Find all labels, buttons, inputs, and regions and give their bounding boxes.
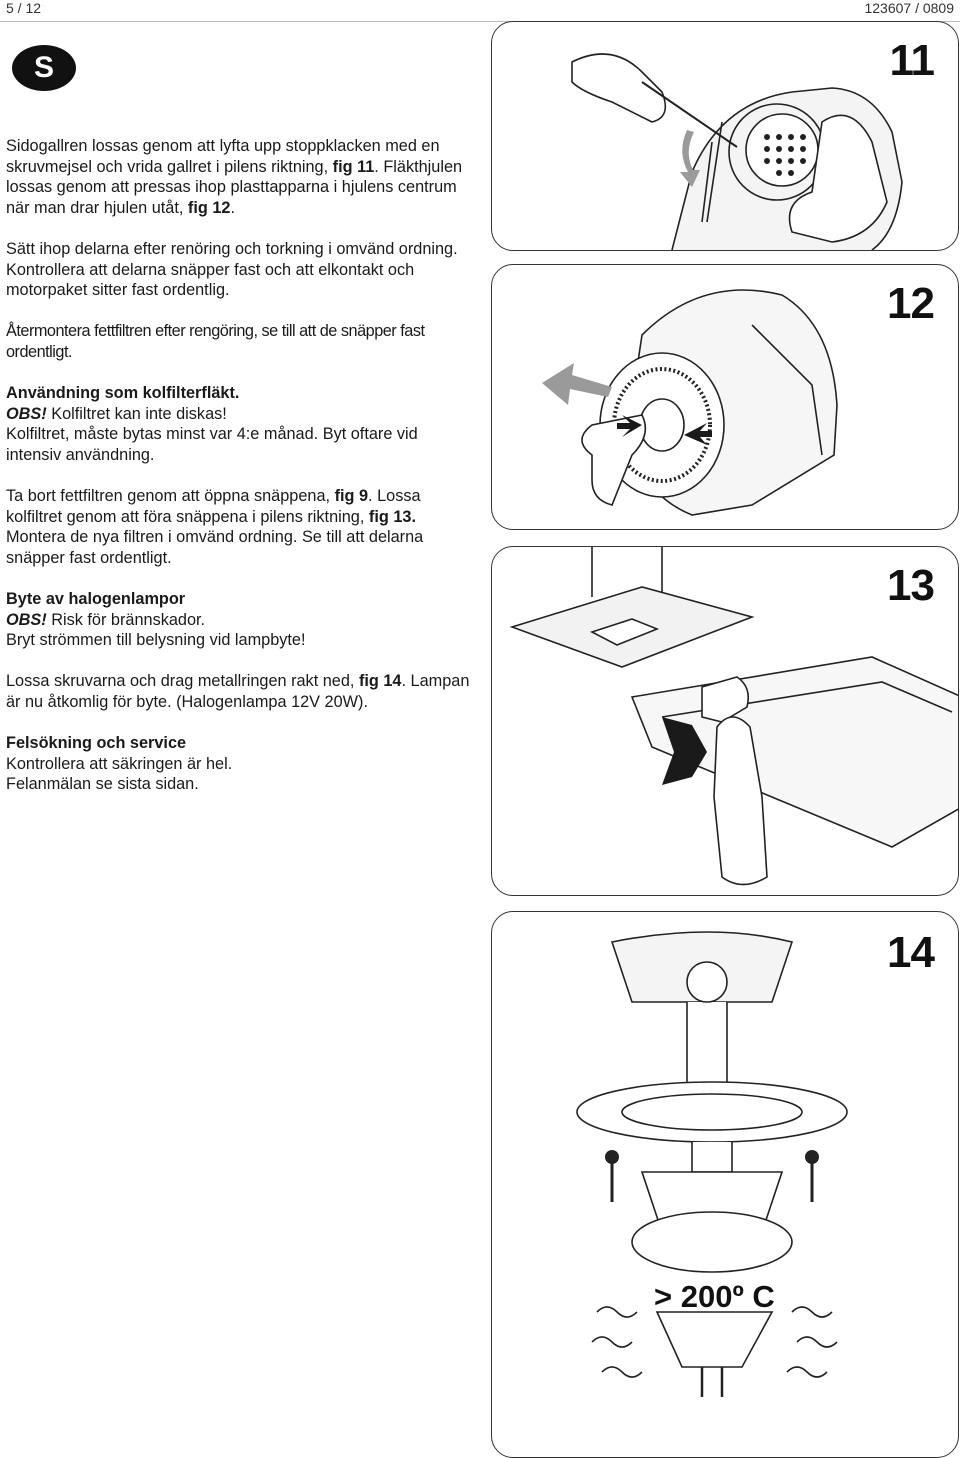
language-badge: S [12, 45, 76, 91]
figure-reference: fig 13. [368, 507, 416, 526]
paragraph-reassembly: Sätt ihop delarna efter renöring och tor… [6, 239, 458, 300]
text-segment: . Lampan är nu åtkomlig för byte. (Halog… [6, 672, 470, 712]
text-segment: . Lossa kolfiltret genom att föra snäppe… [6, 487, 421, 526]
paragraph-carbon-filter-use: Användning som kolfilterfläkt. OBS! Kolf… [6, 383, 474, 465]
text-segment: Sidogallren lossas genom att lyfta upp s… [6, 137, 440, 176]
fig12-fan-wheel-illustration [542, 289, 838, 516]
text-segment: Kontrollera att säkringen är hel. [6, 754, 233, 773]
instruction-text: Sidogallren lossas genom att lyfta upp s… [6, 136, 474, 816]
text-segment: . Fläkthjulen lossas genom att pressas i… [6, 157, 463, 217]
paragraph-replace-filters: Ta bort fettfiltren genom att öppna snäp… [6, 486, 474, 568]
paragraph-grease-filters: Återmontera fettfiltren efter rengöring,… [6, 322, 425, 361]
paragraph-lamp-removal: Lossa skruvarna och drag metallringen ra… [6, 671, 474, 712]
figure-14-panel: 14 > 200º C [491, 911, 959, 1458]
text-segment: Kolfiltret, måste bytas minst var 4:e må… [6, 425, 418, 464]
figure-12-panel: 12 [491, 264, 959, 530]
text-segment: Lossa skruvarna och drag metallringen ra… [6, 672, 359, 691]
header-divider [0, 21, 960, 22]
text-segment: Bryt strömmen till belysning vid lampbyt… [6, 631, 306, 650]
warning-label: OBS! [6, 404, 47, 423]
section-heading: Byte av halogenlampor [6, 590, 186, 609]
figure-12-number: 12 [887, 279, 935, 328]
figure-reference: fig 9 [334, 487, 369, 506]
text-segment: Felanmälan se sista sidan. [6, 775, 199, 794]
figure-11-number: 11 [889, 36, 935, 85]
figure-13-number: 13 [887, 561, 935, 610]
paragraph-cleaning-grilles: Sidogallren lossas genom att lyfta upp s… [6, 136, 474, 218]
figure-14-number: 14 [887, 928, 935, 977]
warning-label: OBS! [6, 610, 47, 629]
paragraph-halogen-lamps: Byte av halogenlampor OBS! Risk för brän… [6, 589, 474, 651]
figure-11-panel: 11 [491, 21, 959, 251]
fig11-grille-illustration [571, 53, 903, 250]
section-heading: Användning som kolfilterfläkt. [6, 384, 240, 403]
text-segment: Kolfiltret kan inte diskas! [46, 404, 227, 423]
figure-reference: fig 14 [358, 672, 402, 691]
paragraph-troubleshooting: Felsökning och service Kontrollera att s… [6, 733, 474, 795]
fig14-halogen-lamp-illustration [576, 931, 848, 1397]
figure-13-panel: 13 [491, 546, 959, 896]
section-heading: Felsökning och service [6, 734, 187, 753]
text-segment: Montera de nya filtren i omvänd ordning.… [6, 528, 424, 567]
text-segment: Risk för brännskador. [46, 610, 206, 629]
temperature-warning-label: > 200º C [654, 1279, 775, 1314]
document-code: 123607 / 0809 [864, 0, 954, 16]
text-segment: . [230, 198, 235, 217]
fig13-carbon-filter-illustration [509, 547, 958, 886]
figure-reference: fig 11 [332, 157, 375, 176]
figure-reference: fig 12 [187, 198, 231, 217]
text-segment: Ta bort fettfiltren genom att öppna snäp… [6, 487, 335, 506]
page-number: 5 / 12 [6, 0, 42, 16]
